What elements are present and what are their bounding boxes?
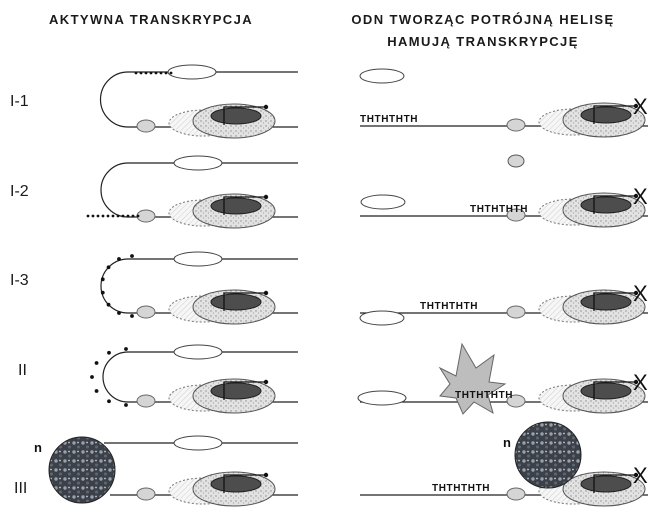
- left-row-5-nucleosome: [49, 437, 115, 503]
- left-row-4-oligo-dot: [124, 403, 128, 407]
- left-row-3-oligo-dot: [107, 265, 111, 269]
- left-row-4-oligo-dot: [107, 351, 111, 355]
- left-row-2-oligo-dot: [132, 215, 135, 218]
- right-row-3-blocked-x: X: [633, 281, 648, 306]
- right-row-2-triplex-label: THTHTHTH: [470, 204, 528, 215]
- left-row-5: [49, 436, 298, 506]
- left-row-2-oligo-dot: [87, 215, 90, 218]
- left-row-3: [101, 252, 298, 324]
- left-row-2-oligo-dot: [92, 215, 95, 218]
- left-row-4-oligo-dot: [107, 399, 111, 403]
- right-row-4-collision-burst: [440, 344, 505, 414]
- left-row-4-oligo-dot: [90, 375, 94, 379]
- left-row-3-oligo-dot: [130, 254, 134, 258]
- right-row-1-triplex-label: THTHTHTH: [360, 114, 418, 125]
- left-row-5-enhancer-protein: [174, 436, 222, 450]
- left-row-5-polymerase-core: [211, 476, 261, 492]
- right-row-5-polymerase-core: [581, 476, 631, 492]
- left-row-4-oligo-dot: [95, 389, 99, 393]
- left-row-3-polymerase-core: [211, 294, 261, 310]
- right-row-2-polymerase-core: [581, 197, 631, 213]
- right-row-4-polymerase-core: [581, 383, 631, 399]
- left-row-4-arrow-tip: [264, 380, 268, 384]
- left-row-2-bound-factor: [137, 210, 155, 222]
- right-row-5-blocked-x: X: [633, 463, 648, 488]
- right-row-3-free-protein: [360, 311, 404, 325]
- right-row-5-triplex-label: THTHTHTH: [432, 483, 490, 494]
- right-row-2-free-factor: [508, 155, 524, 167]
- right-row-4-triplex-label: THTHTHTH: [455, 390, 513, 401]
- right-row-3-polymerase-core: [581, 294, 631, 310]
- right-nucleosome-label: n: [503, 435, 511, 450]
- left-row-3-oligo-dot: [101, 277, 105, 281]
- right-row-2-blocked-x: X: [633, 184, 648, 209]
- right-row-3-triplex-label: THTHTHTH: [420, 301, 478, 312]
- left-row-4-bound-factor: [137, 395, 155, 407]
- right-row-5-nucleosome: [515, 422, 581, 488]
- left-row-4: [90, 345, 298, 413]
- right-row-1-bound-factor: [507, 119, 525, 131]
- left-row-2-oligo-dot: [112, 215, 115, 218]
- left-row-2-oligo-dot: [127, 215, 130, 218]
- left-row-2: [87, 156, 298, 228]
- left-row-2-oligo-dot: [102, 215, 105, 218]
- left-nucleosome-label: n: [34, 440, 42, 455]
- left-row-3-oligo-dot: [117, 311, 121, 315]
- right-row-1-blocked-x: X: [633, 94, 648, 119]
- right-row-4-blocked-x: X: [633, 370, 648, 395]
- left-row-3-oligo-dot: [130, 314, 134, 318]
- left-row-2-oligo-dot: [122, 215, 125, 218]
- left-row-3-arrow-tip: [264, 291, 268, 295]
- left-row-4-oligo-dot: [95, 361, 99, 365]
- right-row-5: [360, 472, 648, 506]
- left-row-2-oligo-dot: [137, 215, 140, 218]
- left-row-4-polymerase-core: [211, 383, 261, 399]
- left-row-1-oligo-dot: [135, 72, 138, 75]
- left-row-4-enhancer-protein: [174, 345, 222, 359]
- right-row-1-free-protein: [360, 69, 404, 83]
- left-row-2-oligo-dot: [117, 215, 120, 218]
- left-row-2-polymerase-core: [211, 198, 261, 214]
- left-row-1-arrow-tip: [264, 105, 268, 109]
- left-row-1-oligo-dot: [155, 72, 158, 75]
- left-row-1-oligo-dot: [145, 72, 148, 75]
- left-row-3-bound-factor: [137, 306, 155, 318]
- right-row-3-bound-factor: [507, 306, 525, 318]
- left-row-3-oligo-dot: [107, 303, 111, 307]
- left-row-3-enhancer-protein: [174, 252, 222, 266]
- right-row-2-free-protein: [361, 195, 405, 209]
- left-row-3-oligo-dot: [117, 257, 121, 261]
- left-row-1-oligo-dot: [165, 72, 168, 75]
- left-row-4-oligo-dot: [124, 347, 128, 351]
- left-row-1-oligo-dot: [160, 72, 163, 75]
- left-row-2-oligo-dot: [97, 215, 100, 218]
- left-row-1-oligo-dot: [140, 72, 143, 75]
- right-row-4-free-protein: [358, 391, 406, 405]
- left-row-1: [100, 65, 298, 138]
- left-row-2-enhancer-protein: [174, 156, 222, 170]
- left-row-1-polymerase-core: [211, 108, 261, 124]
- left-row-5-bound-factor: [137, 488, 155, 500]
- left-row-1-enhancer-protein: [168, 65, 216, 79]
- left-row-5-arrow-tip: [264, 473, 268, 477]
- left-row-3-oligo-dot: [101, 291, 105, 295]
- left-row-1-oligo-dot: [170, 72, 173, 75]
- right-row-5-bound-factor: [507, 488, 525, 500]
- right-row-1-polymerase-core: [581, 107, 631, 123]
- left-row-1-oligo-dot: [150, 72, 153, 75]
- left-row-2-arrow-tip: [264, 195, 268, 199]
- left-row-2-oligo-dot: [107, 215, 110, 218]
- left-row-1-bound-factor: [137, 120, 155, 132]
